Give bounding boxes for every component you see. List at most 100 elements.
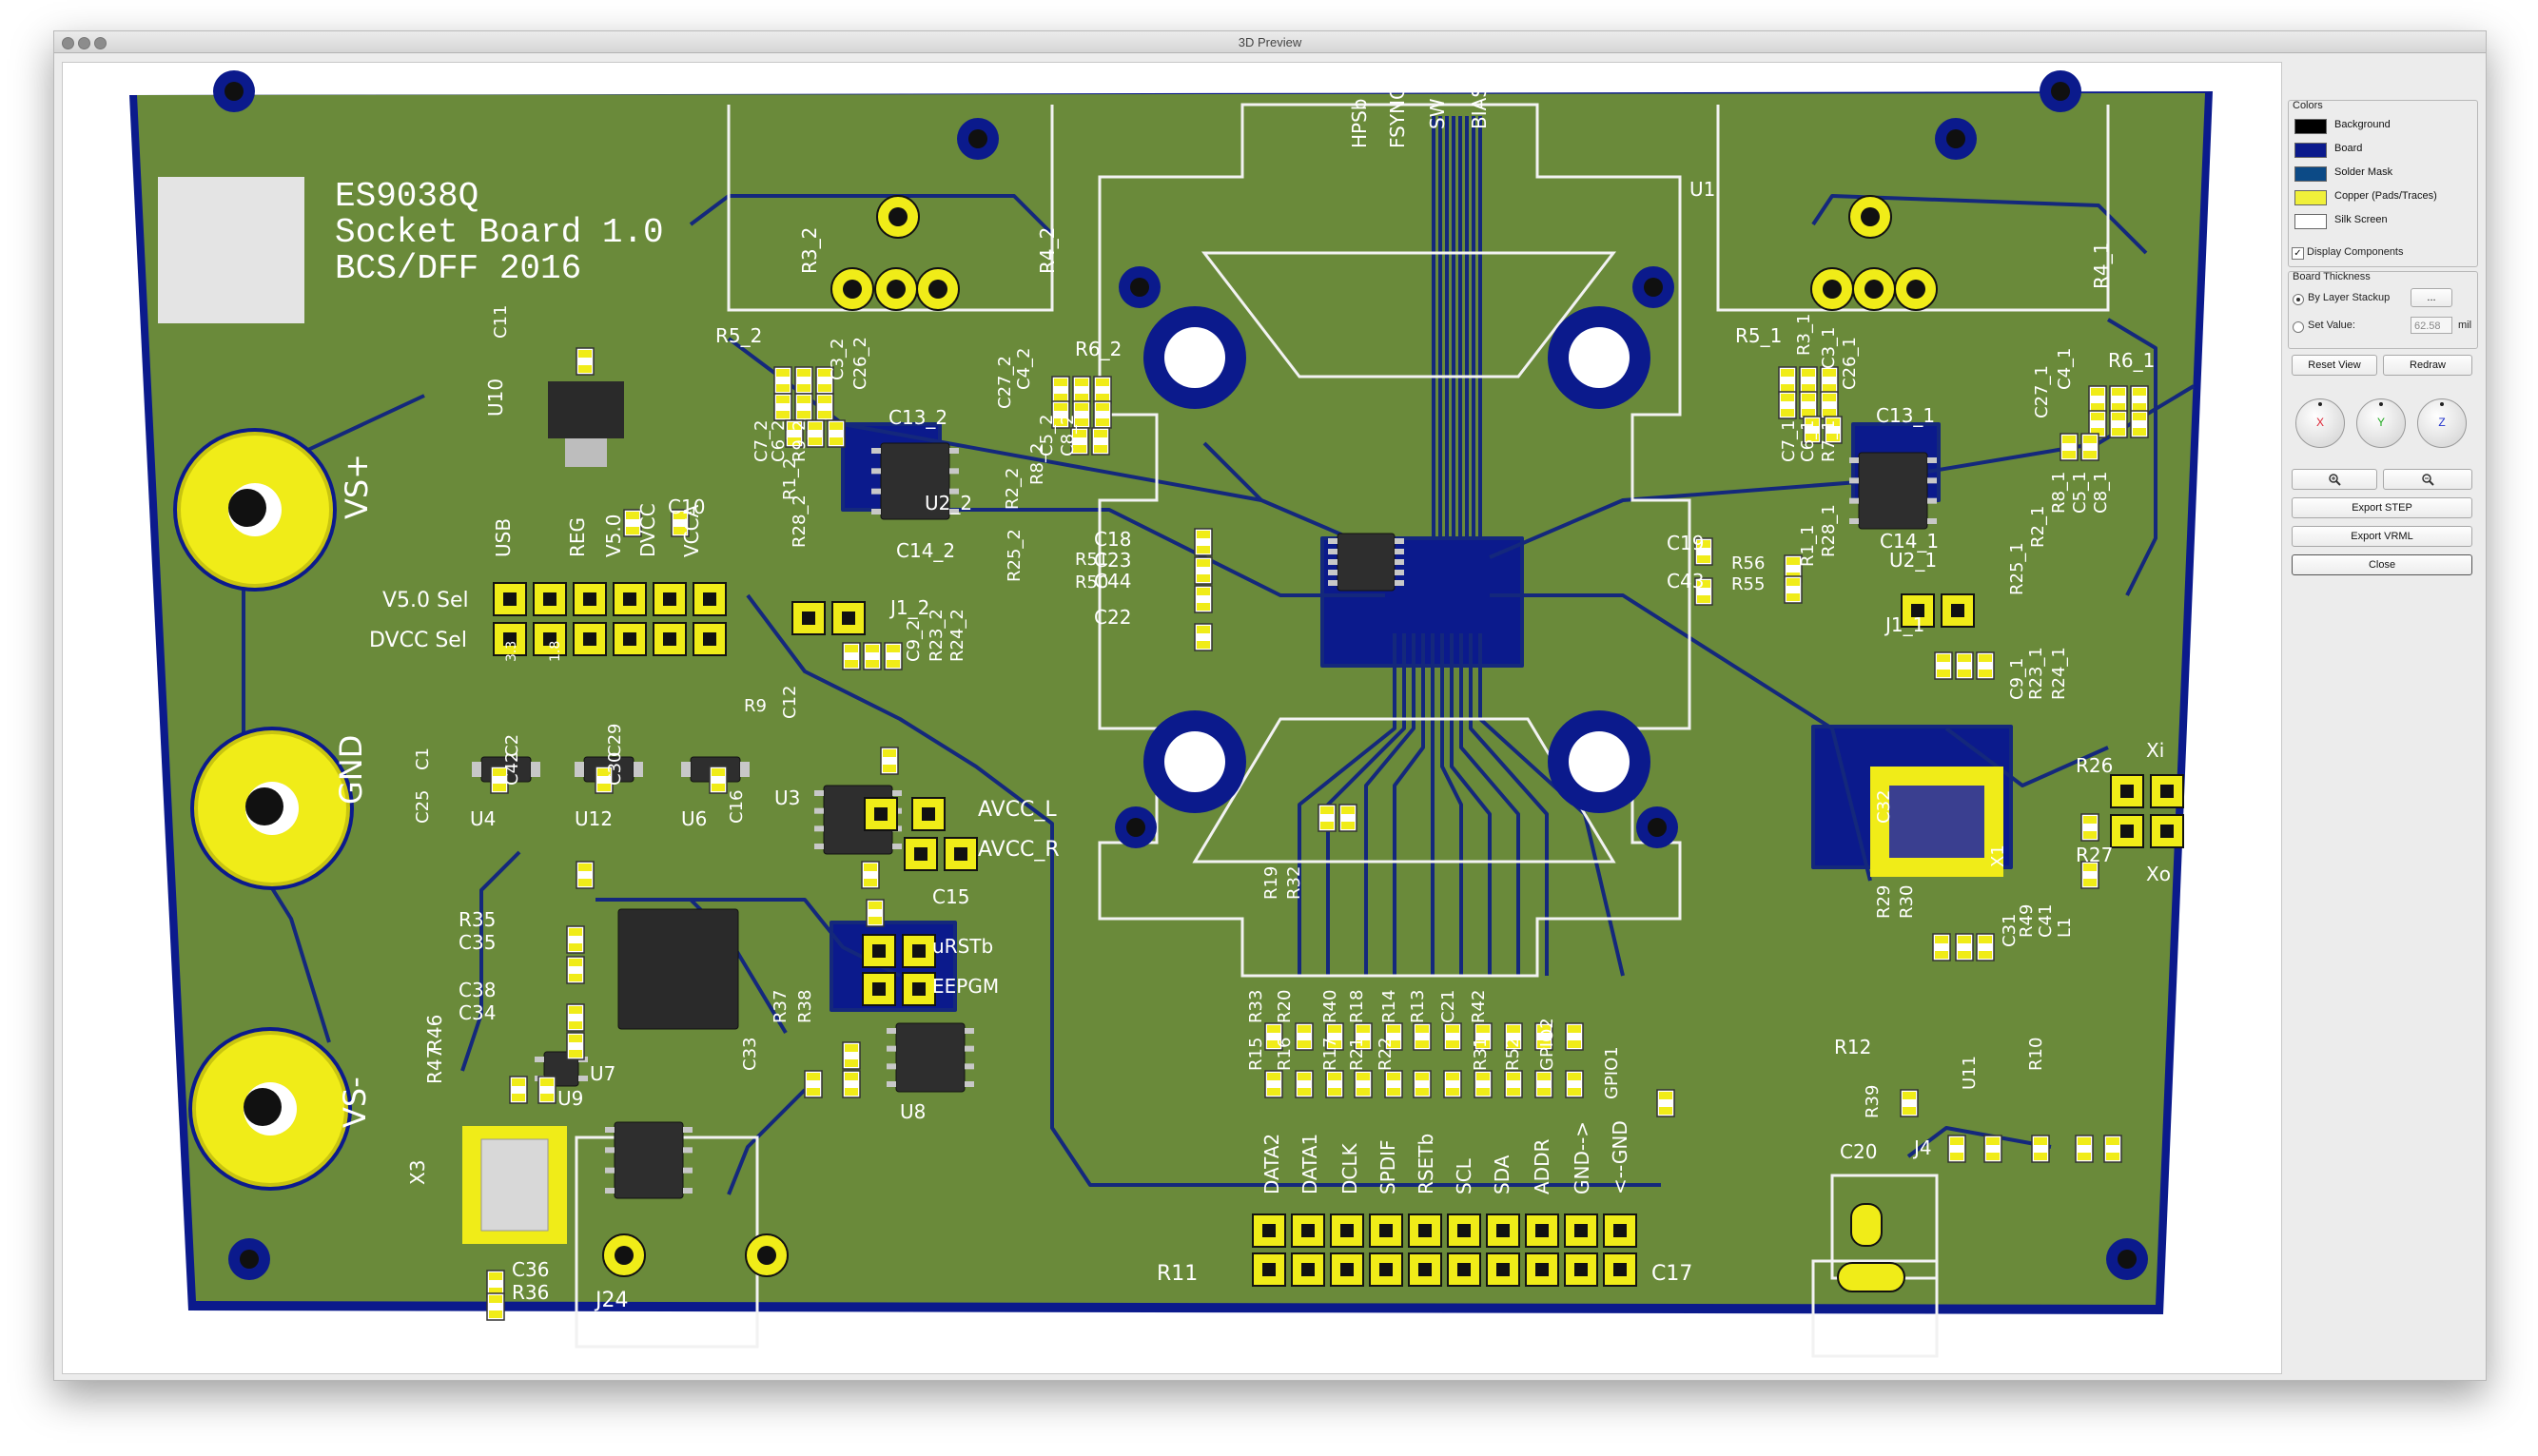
smd-pad	[1826, 434, 1840, 441]
close-button[interactable]: Close	[2292, 554, 2472, 575]
smd-pad	[845, 645, 858, 652]
display-components-checkbox[interactable]: ✓	[2292, 247, 2304, 260]
smd-pad	[1415, 1088, 1429, 1096]
smd-pad	[1950, 1137, 1963, 1145]
copper-trace	[1811, 194, 2148, 255]
smd-pad	[1823, 369, 1836, 377]
rotate-x-knob[interactable]: X	[2295, 398, 2345, 448]
color-label: Board	[2334, 143, 2363, 154]
crystal-x3	[480, 1138, 549, 1232]
ic-pin	[1927, 457, 1937, 463]
copper-trace	[1393, 633, 1425, 976]
round-pad-hole	[843, 280, 862, 299]
regulator-tab	[565, 438, 607, 467]
smd-passive	[2060, 433, 2079, 461]
board-thickness-title: Board Thickness	[2293, 271, 2371, 282]
header-pin	[2160, 825, 2174, 838]
by-layer-radio[interactable]	[2293, 294, 2304, 305]
header-pin	[1340, 1224, 1354, 1237]
smd-pad	[1298, 1073, 1311, 1080]
smd-pad	[626, 512, 639, 519]
redraw-button[interactable]: Redraw	[2383, 355, 2472, 376]
smd-pad	[512, 1094, 525, 1101]
ic-pin	[605, 1167, 615, 1174]
smd-passive	[1443, 1070, 1462, 1098]
smd-pad	[569, 1021, 582, 1029]
color-swatch[interactable]	[2294, 214, 2327, 229]
smd-pad	[845, 1088, 858, 1096]
smd-pad	[1903, 1092, 1916, 1099]
smd-passive	[509, 1076, 528, 1104]
zoom-in-button[interactable]	[2292, 469, 2377, 490]
header-pin	[914, 847, 927, 861]
smd-pad	[2034, 1137, 2047, 1145]
rotate-z-knob[interactable]: Z	[2417, 398, 2467, 448]
header-pad	[2110, 774, 2144, 808]
ic-pin	[1927, 518, 1937, 524]
smd-pad	[2091, 403, 2104, 411]
header-avcc-r	[904, 837, 978, 871]
silk-label: U9	[557, 1087, 583, 1110]
layer-stackup-button[interactable]: ...	[2411, 288, 2452, 307]
zoom-window-icon[interactable]	[94, 37, 107, 49]
ic-pin	[683, 1147, 693, 1154]
zoom-out-button[interactable]	[2383, 469, 2472, 490]
ic-pin	[1849, 497, 1859, 504]
silk-label: C3_1	[1819, 327, 1839, 369]
smd-pad	[1357, 1025, 1370, 1033]
silk-label: R1_1	[1798, 525, 1818, 567]
silk-label: SPDIF	[1376, 1139, 1399, 1194]
silk-label: GND-->	[1571, 1121, 1593, 1194]
smd-passive	[1194, 528, 1213, 556]
ic-pin	[575, 767, 584, 772]
silk-label: R24_2	[947, 609, 967, 662]
smd-pad	[797, 411, 810, 418]
silk-label: DVCC	[636, 503, 659, 557]
ic-u8	[887, 1022, 974, 1093]
header-pin	[872, 982, 886, 996]
export-vrml-button[interactable]: Export VRML	[2292, 526, 2472, 547]
smd-passive	[815, 393, 834, 421]
smd-passive	[2130, 410, 2149, 438]
ic-pin	[814, 807, 824, 814]
close-window-icon[interactable]	[62, 37, 74, 49]
reset-view-button[interactable]: Reset View	[2292, 355, 2377, 376]
silk-label: C1	[413, 747, 433, 770]
smd-pad	[1094, 430, 1107, 437]
silk-logo-area	[158, 177, 304, 323]
silk-label: C32	[1874, 790, 1894, 824]
color-swatch[interactable]	[2294, 190, 2327, 205]
smd-pad	[1387, 1040, 1400, 1048]
smd-pad	[1096, 394, 1109, 401]
minimize-window-icon[interactable]	[78, 37, 90, 49]
smd-passive	[2080, 813, 2099, 842]
ic-pin	[1927, 477, 1937, 484]
color-swatch[interactable]	[2294, 119, 2327, 134]
smd-passive	[1051, 400, 1070, 429]
silk-label: R37	[771, 990, 791, 1023]
smd-pad	[1937, 654, 1950, 662]
smd-pad	[540, 1094, 554, 1101]
ic-pin	[887, 1081, 896, 1087]
color-swatch[interactable]	[2294, 143, 2327, 158]
smd-pad	[2083, 831, 2097, 839]
set-value-radio[interactable]	[2293, 321, 2304, 333]
smd-pad	[578, 350, 592, 358]
silk-label: GPIO2	[1537, 1018, 1557, 1071]
smd-passive	[1338, 804, 1357, 832]
smd-pad	[809, 422, 822, 430]
smd-passive	[1194, 556, 1213, 585]
set-value-input[interactable]: 62.58	[2411, 317, 2452, 334]
smd-pad	[2091, 428, 2104, 436]
export-step-button[interactable]: Export STEP	[2292, 497, 2472, 518]
smd-passive	[1534, 1070, 1553, 1098]
smd-pad	[1568, 1073, 1581, 1080]
ic-pin	[531, 771, 540, 777]
color-swatch[interactable]	[2294, 166, 2327, 182]
smd-passive	[794, 366, 813, 395]
rotate-y-knob[interactable]: Y	[2356, 398, 2406, 448]
